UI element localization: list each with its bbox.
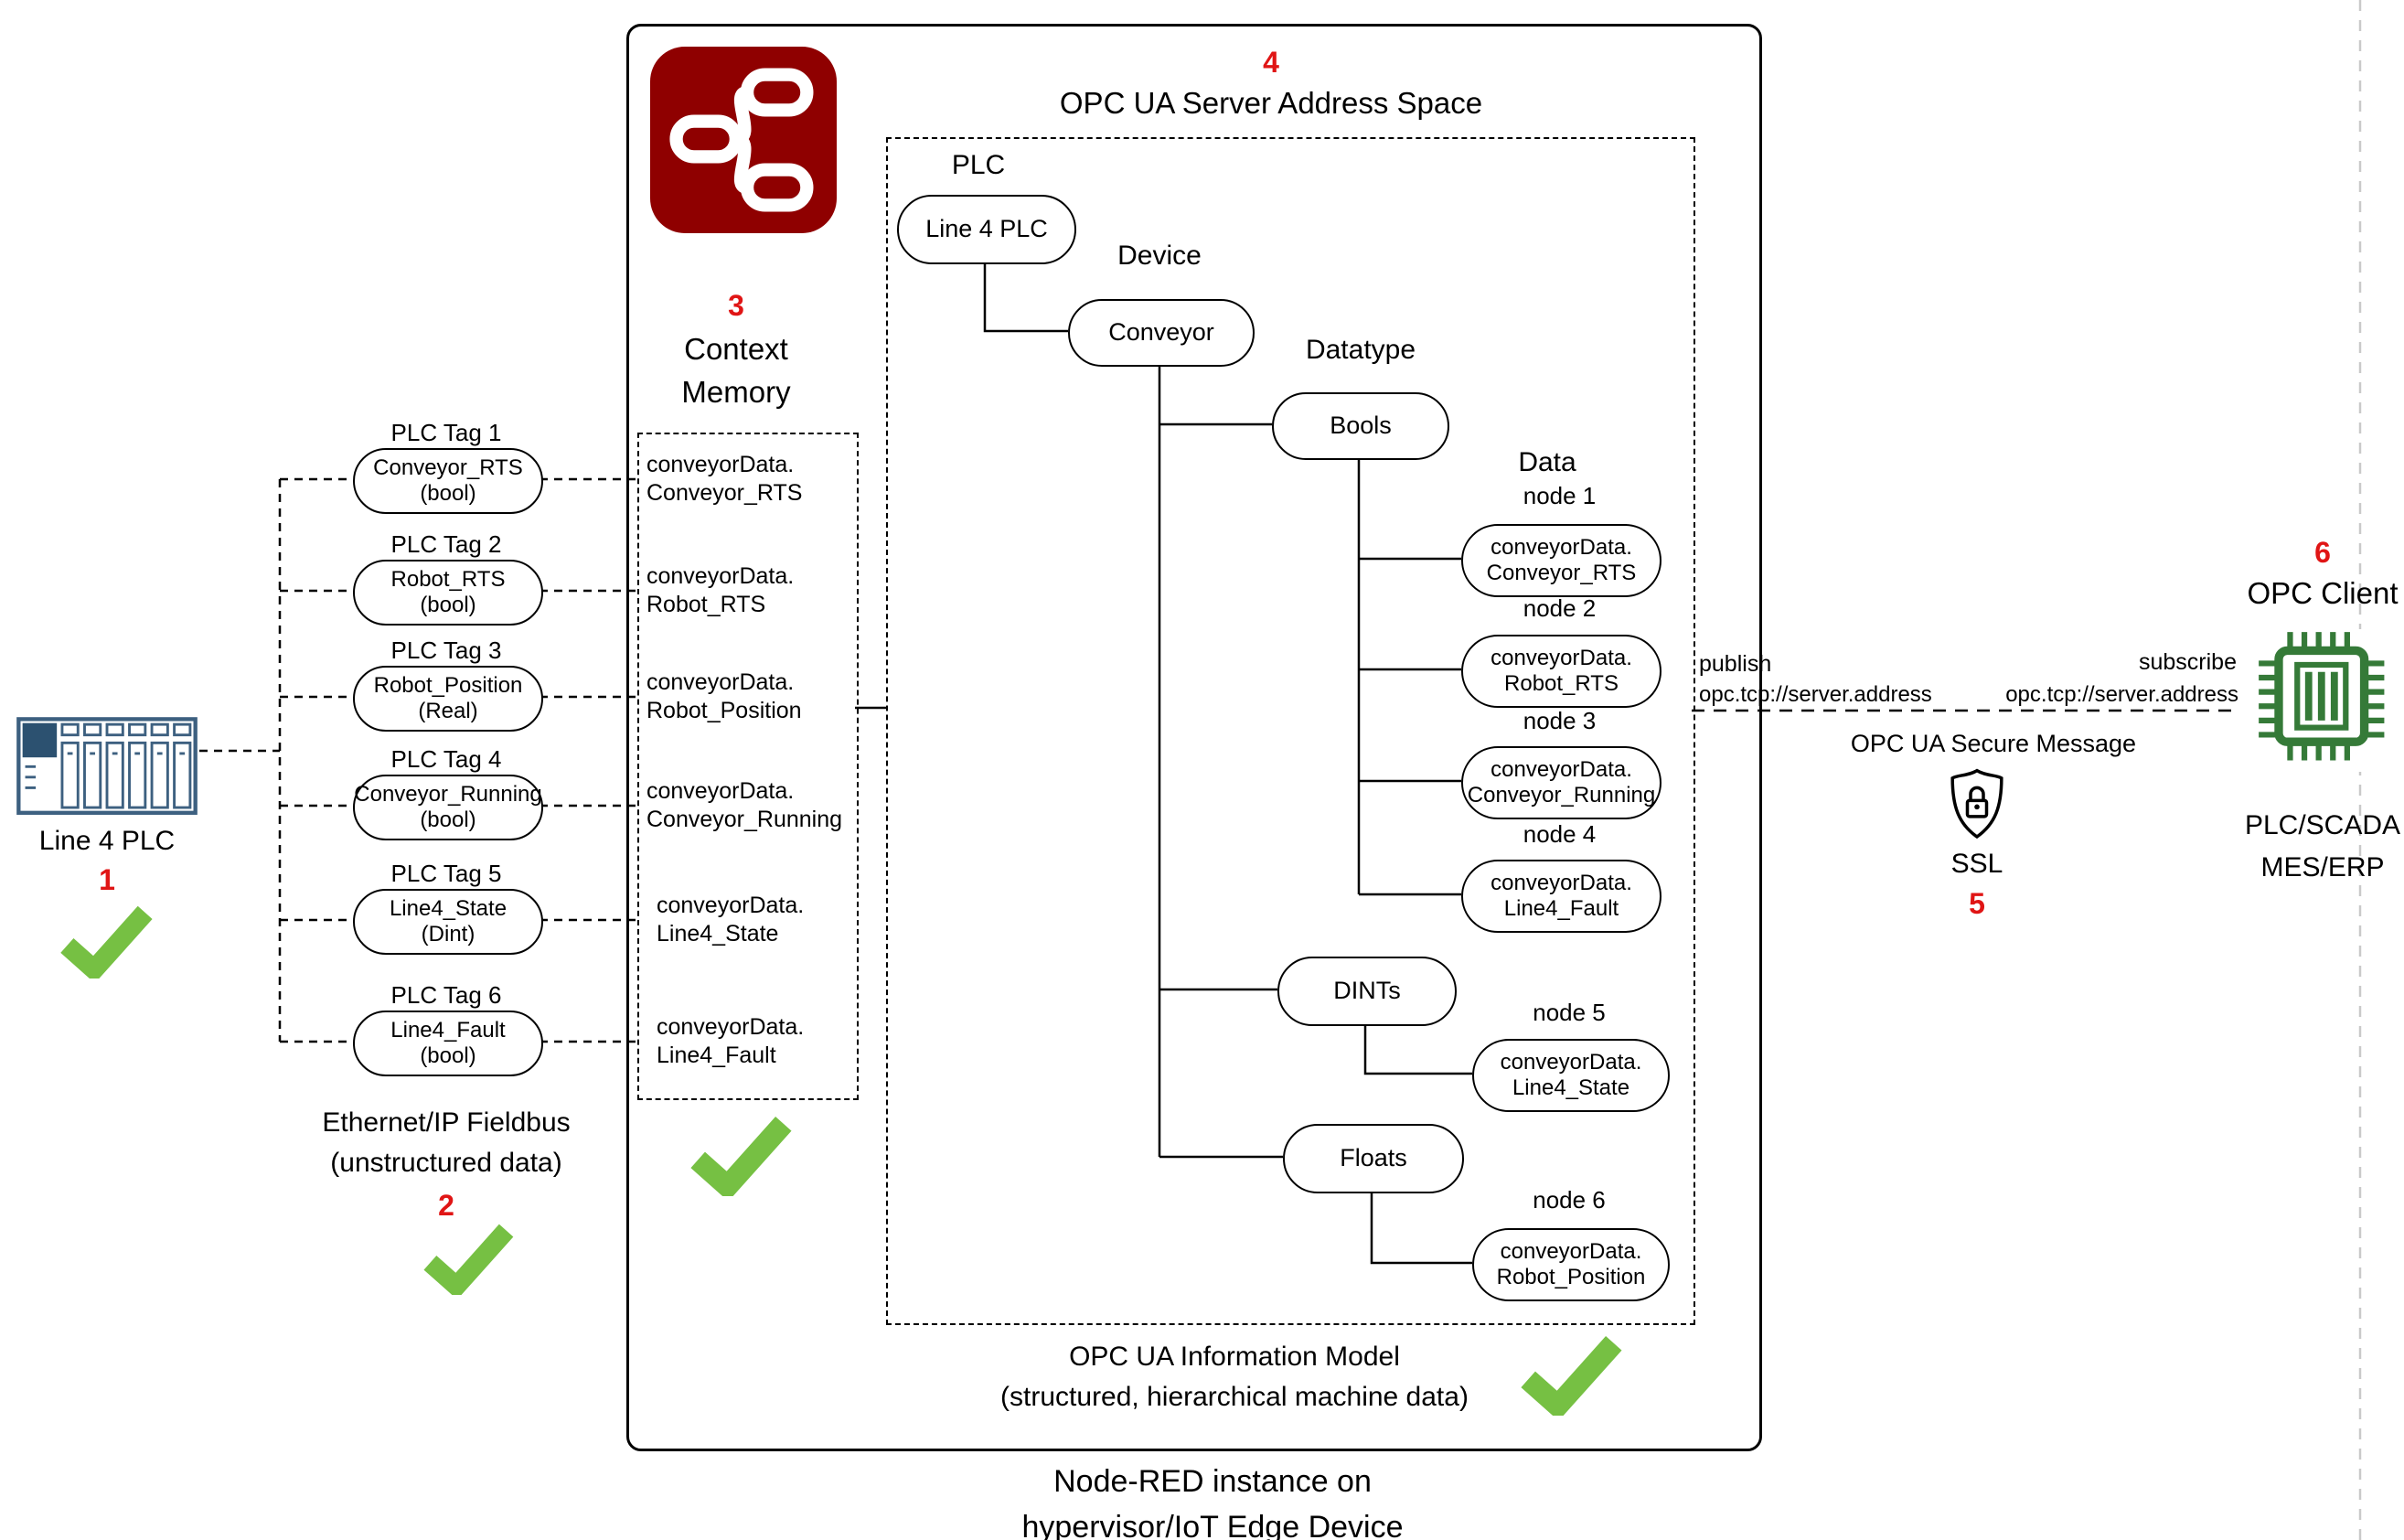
level-label-device: Device	[1117, 241, 1202, 271]
nodered-instance-box	[626, 24, 1762, 1451]
level-label-data: Data	[1518, 447, 1576, 477]
step-6-marker: 6	[2314, 536, 2331, 569]
context-item-2: conveyorData.Robot_RTS	[646, 563, 795, 617]
plc-device-label: Line 4 PLC	[38, 826, 176, 856]
plc-tag-1-title: PLC Tag 1	[390, 419, 502, 446]
ssl-badge-icon	[1944, 766, 2010, 843]
step-4-marker: 4	[1263, 46, 1279, 79]
context-memory-title: Context Memory	[681, 332, 791, 409]
checkmark-icon	[1521, 1335, 1622, 1416]
plc-tag-5-title: PLC Tag 5	[390, 860, 502, 887]
context-item-3: conveyorData.Robot_Position	[646, 669, 802, 723]
plc-tag-3: Robot_Position(Real)	[353, 666, 543, 732]
data-node-3-label: node 3	[1523, 707, 1597, 734]
information-model-caption: OPC UA Information Model (structured, hi…	[1000, 1342, 1469, 1412]
context-item-6: conveyorData.Line4_Fault	[657, 1014, 805, 1068]
level-label-datatype: Datatype	[1305, 335, 1416, 365]
subscribe-address: opc.tcp://server.address	[2005, 682, 2238, 707]
data-node-5-label: node 5	[1533, 999, 1606, 1026]
opc-client-title: OPC Client	[2247, 576, 2399, 610]
step-2-marker: 2	[438, 1189, 454, 1222]
checkmark-icon	[423, 1224, 514, 1295]
step-3-marker: 3	[728, 289, 744, 322]
data-node-4: conveyorData.Line4_Fault	[1461, 860, 1661, 933]
tree-node-dints: DINTs	[1277, 957, 1457, 1026]
context-item-1: conveyorData.Conveyor_RTS	[646, 452, 803, 506]
publish-label: publish	[1699, 651, 1772, 677]
fieldbus-caption: Ethernet/IP Fieldbus (unstructured data)	[322, 1107, 571, 1178]
nodered-caption: Node-RED instance on hypervisor/IoT Edge…	[1021, 1464, 1404, 1540]
plc-tag-6: Line4_Fault(bool)	[353, 1011, 543, 1076]
data-node-3: conveyorData.Conveyor_Running	[1461, 746, 1661, 819]
publish-address: opc.tcp://server.address	[1699, 682, 1932, 707]
data-node-4-label: node 4	[1523, 820, 1597, 848]
checkmark-icon	[690, 1116, 792, 1196]
checkmark-icon	[60, 905, 153, 979]
plc-tag-1: Conveyor_RTS(bool)	[353, 448, 543, 514]
context-item-4: conveyorData.Conveyor_Running	[646, 778, 843, 832]
plc-tag-4: Conveyor_Running(bool)	[353, 775, 543, 840]
plc-tag-2-title: PLC Tag 2	[390, 530, 502, 558]
level-label-plc: PLC	[951, 150, 1006, 180]
plc-tag-4-title: PLC Tag 4	[390, 745, 502, 773]
tree-node-device: Conveyor	[1068, 299, 1255, 367]
tree-node-plc: Line 4 PLC	[897, 195, 1076, 264]
data-node-6: conveyorData.Robot_Position	[1472, 1228, 1670, 1301]
plc-tag-5: Line4_State(Dint)	[353, 889, 543, 955]
plc-rack-icon	[15, 684, 199, 818]
plc-tag-6-title: PLC Tag 6	[390, 981, 502, 1009]
step-1-marker: 1	[99, 863, 115, 896]
context-item-5: conveyorData.Line4_State	[657, 893, 805, 946]
node-red-icon	[650, 47, 837, 233]
data-node-1: conveyorData.Conveyor_RTS	[1461, 524, 1661, 597]
tree-node-floats: Floats	[1283, 1124, 1464, 1193]
address-space-title: OPC UA Server Address Space	[1059, 86, 1483, 120]
data-node-1-label: node 1	[1523, 482, 1597, 509]
data-node-5: conveyorData.Line4_State	[1472, 1039, 1670, 1112]
step-5-marker: 5	[1969, 887, 1985, 920]
plc-tag-3-title: PLC Tag 3	[390, 636, 502, 664]
ssl-label: SSL	[1950, 849, 2003, 879]
client-caption: PLC/SCADA MES/ERP	[2244, 810, 2401, 882]
secure-message-label: OPC UA Secure Message	[1850, 730, 2137, 757]
tree-node-bools: Bools	[1272, 392, 1449, 460]
address-space-box	[886, 137, 1695, 1325]
context-memory-box	[637, 433, 859, 1100]
data-node-6-label: node 6	[1533, 1186, 1606, 1214]
chip-icon	[2238, 629, 2403, 772]
data-node-2: conveyorData.Robot_RTS	[1461, 635, 1661, 708]
plc-tag-2: Robot_RTS(bool)	[353, 560, 543, 626]
data-node-2-label: node 2	[1523, 594, 1597, 622]
subscribe-label: subscribe	[2139, 649, 2237, 675]
